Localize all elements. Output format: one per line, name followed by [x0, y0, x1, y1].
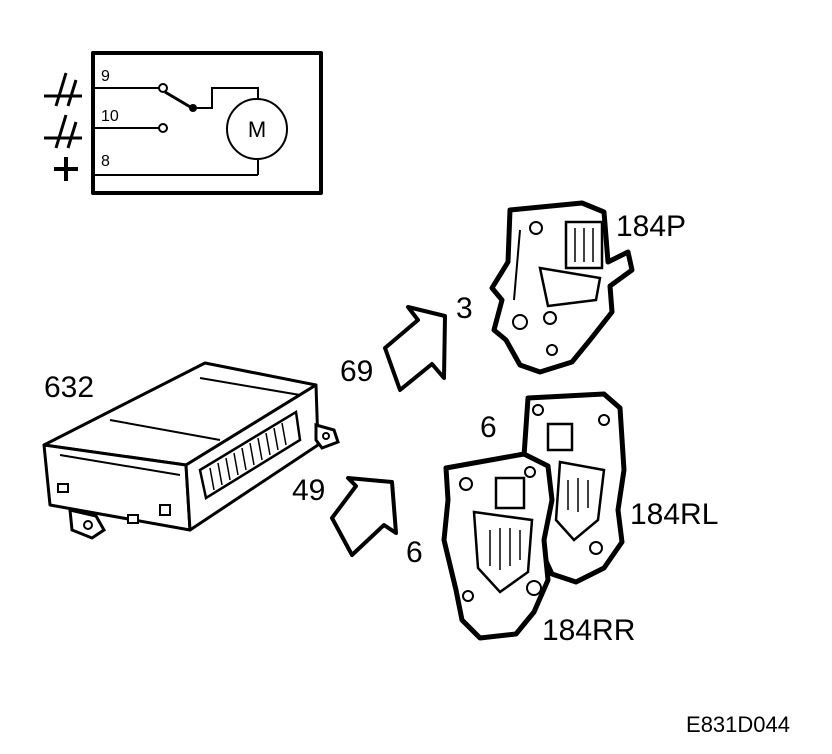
pin-number-8: 8 — [101, 153, 110, 170]
ground-icon — [44, 114, 82, 149]
pin-number-10: 10 — [101, 108, 119, 125]
plus-icon — [54, 157, 78, 181]
label-connector-49: 49 — [292, 474, 325, 507]
label-connector-6-upper: 6 — [480, 411, 497, 444]
schematic-frame — [91, 51, 323, 195]
switch-contact-10 — [158, 123, 168, 133]
motor-icon — [226, 98, 288, 160]
label-lock-front: 184P — [616, 210, 686, 243]
label-control-module: 632 — [44, 371, 94, 404]
motor-label: M — [248, 117, 266, 142]
ground-icon — [44, 72, 82, 107]
wiring-schematic: M 9 10 8 — [91, 51, 323, 195]
label-connector-3: 3 — [456, 292, 473, 325]
label-connector-69: 69 — [340, 355, 373, 388]
control-module-drawing — [42, 361, 340, 540]
switch-lever — [164, 90, 193, 110]
switch-contact-9 — [158, 83, 168, 93]
lock-rear-right-drawing — [441, 451, 555, 641]
arrow-to-front-lock — [383, 305, 447, 392]
arrow-to-rear-locks — [330, 476, 398, 557]
figure-code: E831D044 — [686, 712, 790, 737]
switch-pivot — [189, 104, 197, 112]
lock-front-drawing — [489, 200, 635, 375]
pin-number-9: 9 — [101, 68, 110, 85]
label-connector-6-lower: 6 — [406, 536, 423, 569]
label-lock-rear-right: 184RR — [542, 614, 635, 647]
label-lock-rear-left: 184RL — [630, 498, 718, 531]
